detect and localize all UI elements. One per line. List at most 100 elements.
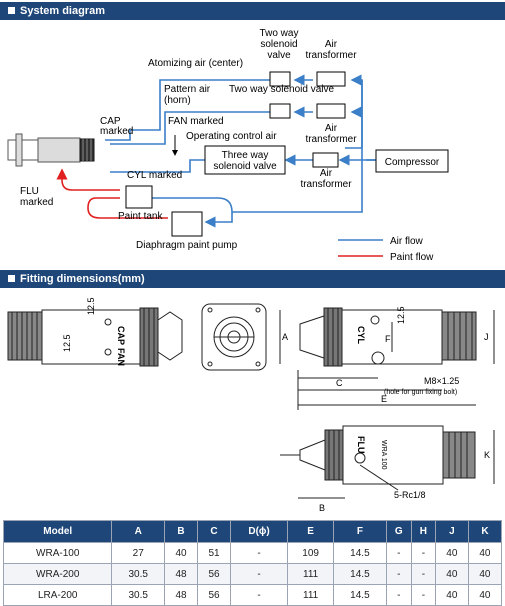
air-transformer-mid-box bbox=[316, 103, 346, 119]
dim-125-b: 12.5 bbox=[62, 334, 72, 352]
cell: 30.5 bbox=[111, 563, 165, 585]
header-bullet-icon bbox=[8, 275, 15, 282]
three-way-label-2: solenoid valve bbox=[213, 161, 277, 172]
cell: 51 bbox=[197, 542, 232, 564]
dim-c-label: C bbox=[336, 378, 343, 388]
dim-f-label: F bbox=[385, 334, 391, 344]
cap-port-label: CAP bbox=[116, 326, 126, 345]
col-b: B bbox=[163, 520, 199, 543]
col-e: E bbox=[287, 520, 335, 543]
cell: - bbox=[230, 563, 289, 585]
col-k: K bbox=[467, 520, 503, 543]
m8-label: M8×1.25 bbox=[424, 376, 459, 386]
dim-j-label: J bbox=[484, 332, 489, 342]
cell: 109 bbox=[287, 542, 335, 564]
cell: WRA-100 bbox=[2, 542, 113, 564]
air-transformer-low-label: Air bbox=[320, 168, 333, 179]
spray-gun-icon bbox=[7, 133, 95, 167]
cell: - bbox=[230, 542, 289, 564]
cell: - bbox=[230, 584, 289, 606]
cell: 56 bbox=[197, 563, 232, 585]
dim-125-a: 12.5 bbox=[86, 297, 96, 315]
three-way-label: Three way bbox=[222, 150, 269, 161]
two-way-sv-label: Two way bbox=[260, 28, 299, 39]
cell: 30.5 bbox=[111, 584, 165, 606]
system-diagram: Two way solenoid valve Air transformer A… bbox=[7, 28, 449, 262]
fitting-drawing: CAP FAN 12.5 12.5 A CYL 12.5 F J C M8×1.… bbox=[7, 297, 495, 513]
two-way-sv-mid-box bbox=[269, 103, 291, 119]
cell: 27 bbox=[111, 542, 165, 564]
air-transformer-mid-label-2: transformer bbox=[305, 134, 357, 145]
pattern-label-2: (horn) bbox=[164, 95, 191, 106]
pump-box bbox=[171, 211, 203, 237]
cell: 111 bbox=[287, 563, 335, 585]
rc-label: 5-Rc1/8 bbox=[394, 490, 426, 500]
air-transformer-top-label: Air bbox=[325, 39, 338, 50]
flu-port-label: FLU bbox=[356, 436, 366, 454]
air-transformer-top-box bbox=[316, 71, 346, 87]
air-transformer-low-box bbox=[312, 152, 339, 168]
table-row: WRA-100 27 40 51 - 109 14.5 - - 40 40 bbox=[2, 542, 503, 564]
cell: WRA-200 bbox=[2, 563, 113, 585]
operating-label: Operating control air bbox=[186, 131, 277, 142]
air-transformer-low-label-2: transformer bbox=[300, 179, 352, 190]
cell: - bbox=[410, 563, 436, 585]
system-diagram-title: System diagram bbox=[20, 5, 105, 17]
col-d: D(ϕ) bbox=[230, 520, 289, 543]
cell: - bbox=[385, 563, 412, 585]
col-f: F bbox=[333, 520, 387, 543]
two-way-sv-top-box bbox=[269, 71, 291, 87]
cell: 40 bbox=[467, 542, 503, 564]
paint-tank-box bbox=[125, 185, 153, 209]
two-way-sv-label-3: valve bbox=[267, 50, 291, 61]
air-transformer-mid-label: Air bbox=[325, 123, 338, 134]
compressor-box bbox=[375, 149, 449, 173]
pattern-label: Pattern air bbox=[164, 84, 211, 95]
cap-marked-label: CAP bbox=[100, 116, 121, 127]
cell: 40 bbox=[467, 584, 503, 606]
fitting-title: Fitting dimensions(mm) bbox=[20, 273, 145, 285]
col-j: J bbox=[434, 520, 469, 543]
cell: 40 bbox=[434, 563, 469, 585]
table-row: LRA-200 30.5 48 56 - 111 14.5 - - 40 40 bbox=[2, 584, 503, 606]
cell: - bbox=[385, 542, 412, 564]
col-a: A bbox=[111, 520, 165, 543]
col-c: C bbox=[197, 520, 232, 543]
compressor-label: Compressor bbox=[385, 157, 440, 168]
fan-port-label: FAN bbox=[116, 348, 126, 366]
fitting-header: Fitting dimensions(mm) bbox=[0, 270, 505, 288]
cell: 56 bbox=[197, 584, 232, 606]
table-header-row: Model A B C D(ϕ) E F G H J K bbox=[2, 520, 503, 543]
cap-marked-label-2: marked bbox=[100, 126, 133, 137]
air-flow-legend: Air flow bbox=[390, 236, 424, 247]
cell: 14.5 bbox=[333, 584, 387, 606]
paint-tank-label: Paint tank bbox=[118, 211, 163, 222]
cell: 14.5 bbox=[333, 563, 387, 585]
flu-marked-label: FLU bbox=[20, 186, 39, 197]
three-way-sv-box bbox=[204, 145, 286, 175]
col-h: H bbox=[410, 520, 436, 543]
air-transformer-top-label-2: transformer bbox=[305, 50, 357, 61]
cell: - bbox=[410, 584, 436, 606]
cell: 40 bbox=[163, 542, 199, 564]
cell: 14.5 bbox=[333, 542, 387, 564]
header-bullet-icon bbox=[8, 7, 15, 14]
dim-b-label: B bbox=[319, 503, 325, 513]
dim-e-label: E bbox=[381, 394, 387, 404]
cell: - bbox=[410, 542, 436, 564]
col-model: Model bbox=[2, 520, 113, 543]
flu-marked-label-2: marked bbox=[20, 197, 53, 208]
cyl-port-label: CYL bbox=[356, 326, 366, 345]
cell: - bbox=[385, 584, 412, 606]
m8-note-label: (hole for gun fixing bolt) bbox=[384, 389, 457, 396]
two-way-sv-mid-label: Two way solenoid valve bbox=[229, 84, 334, 95]
col-g: G bbox=[385, 520, 412, 543]
cell: LRA-200 bbox=[2, 584, 113, 606]
fan-marked-label: FAN marked bbox=[168, 116, 224, 127]
table-row: WRA-200 30.5 48 56 - 111 14.5 - - 40 40 bbox=[2, 563, 503, 585]
cell: 40 bbox=[434, 584, 469, 606]
dim-125-c: 12.5 bbox=[396, 306, 406, 324]
cell: 111 bbox=[287, 584, 335, 606]
cell: 40 bbox=[467, 563, 503, 585]
model-mark-label: WRA 100 bbox=[380, 440, 387, 470]
